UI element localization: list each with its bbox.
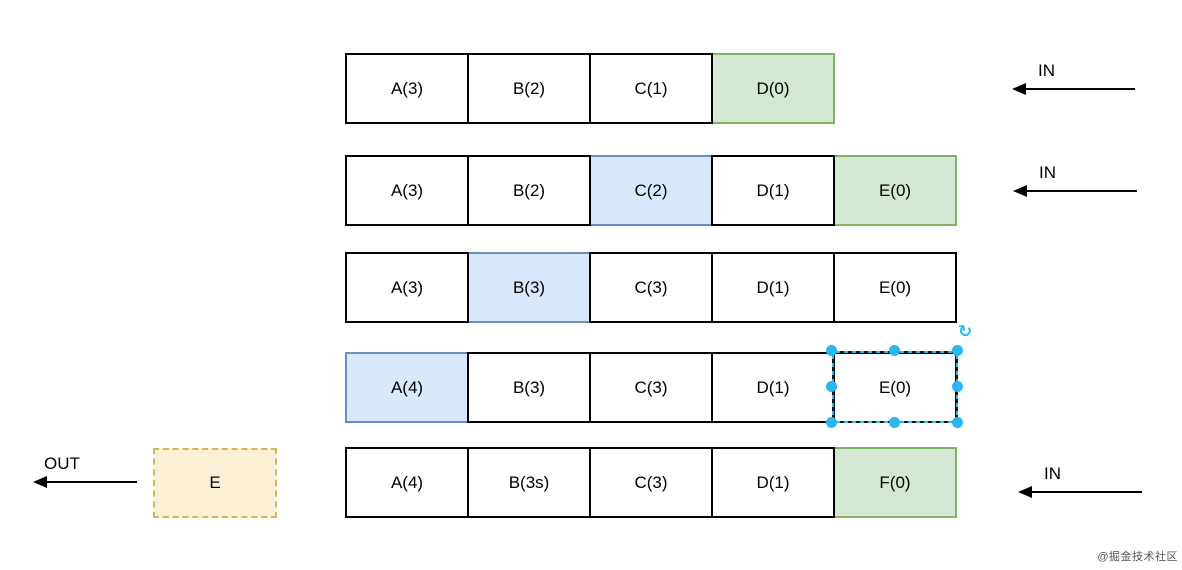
in-arrow-bottom-label: IN — [1044, 464, 1061, 483]
queue-cell-updated[interactable]: A(4) — [345, 352, 469, 423]
in-arrow-top-label: IN — [1038, 61, 1055, 80]
in-arrow-middle[interactable]: IN — [1013, 163, 1137, 197]
selection-handle-nw[interactable] — [826, 345, 837, 356]
queue-cell[interactable]: B(2) — [467, 53, 591, 124]
arrow-shaft — [1018, 486, 1142, 498]
selection-outline[interactable] — [826, 345, 963, 428]
arrow-shaft — [1012, 83, 1135, 95]
queue-cell[interactable]: A(4) — [345, 447, 469, 518]
selection-handle-se[interactable] — [952, 417, 963, 428]
queue-cell[interactable]: C(3) — [589, 352, 713, 423]
queue-cell[interactable]: D(1) — [711, 352, 835, 423]
arrow-shaft — [33, 476, 137, 488]
queue-cell[interactable]: B(3s) — [467, 447, 591, 518]
queue-cell-new[interactable]: D(0) — [711, 53, 835, 124]
queue-row-5: A(4) B(3s) C(3) D(1) F(0) — [345, 447, 957, 518]
queue-cell[interactable]: A(3) — [345, 155, 469, 226]
queue-cell-updated[interactable]: B(3) — [467, 252, 591, 323]
selection-handle-n[interactable] — [889, 345, 900, 356]
in-arrow-middle-label: IN — [1039, 163, 1056, 182]
arrow-line — [44, 481, 137, 483]
queue-cell-selected[interactable]: E(0) — [833, 352, 957, 423]
arrow-shaft — [1013, 185, 1137, 197]
queue-cell[interactable]: E(0) — [833, 252, 957, 323]
selection-handle-e[interactable] — [952, 381, 963, 392]
rotate-icon[interactable]: ↻ — [958, 322, 973, 341]
arrowhead-left-icon — [1013, 185, 1027, 197]
queue-cell[interactable]: A(3) — [345, 252, 469, 323]
queue-cell[interactable]: C(1) — [589, 53, 713, 124]
queue-cell[interactable]: C(3) — [589, 252, 713, 323]
arrowhead-left-icon — [1018, 486, 1032, 498]
in-arrow-top[interactable]: IN — [1012, 61, 1135, 95]
selection-handle-ne[interactable] — [952, 345, 963, 356]
out-arrow-label: OUT — [44, 454, 80, 473]
queue-row-2: A(3) B(2) C(2) D(1) E(0) — [345, 155, 957, 226]
in-arrow-bottom[interactable]: IN — [1018, 464, 1142, 498]
queue-cell-new[interactable]: F(0) — [833, 447, 957, 518]
out-arrow[interactable]: OUT — [33, 454, 137, 488]
queue-cell[interactable]: B(2) — [467, 155, 591, 226]
queue-row-1: A(3) B(2) C(1) D(0) — [345, 53, 835, 124]
queue-cell[interactable]: D(1) — [711, 155, 835, 226]
watermark: @掘金技术社区 — [1097, 551, 1178, 563]
selection-handle-sw[interactable] — [826, 417, 837, 428]
queue-cell[interactable]: D(1) — [711, 447, 835, 518]
arrowhead-left-icon — [1012, 83, 1026, 95]
arrow-line — [1029, 491, 1142, 493]
arrow-line — [1024, 190, 1137, 192]
queue-cell[interactable]: B(3) — [467, 352, 591, 423]
queue-cell-updated[interactable]: C(2) — [589, 155, 713, 226]
selection-handle-w[interactable] — [826, 381, 837, 392]
queue-cell-new[interactable]: E(0) — [833, 155, 957, 226]
arrow-line — [1023, 88, 1135, 90]
queue-row-3: A(3) B(3) C(3) D(1) E(0) — [345, 252, 957, 323]
selection-handle-s[interactable] — [889, 417, 900, 428]
queue-cell[interactable]: C(3) — [589, 447, 713, 518]
queue-cell[interactable]: A(3) — [345, 53, 469, 124]
queue-row-4: A(4) B(3) C(3) D(1) E(0) — [345, 352, 957, 423]
queue-cell[interactable]: D(1) — [711, 252, 835, 323]
evicted-item-box[interactable]: E — [153, 448, 277, 518]
arrowhead-left-icon — [33, 476, 47, 488]
